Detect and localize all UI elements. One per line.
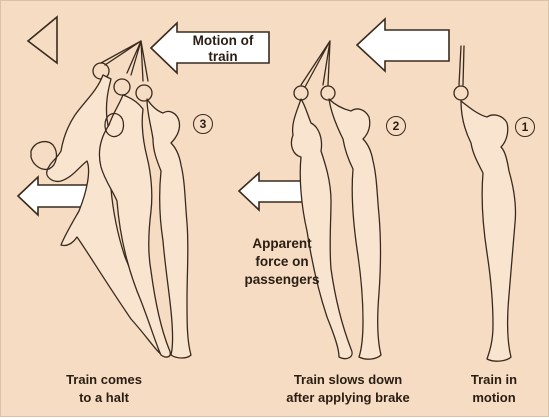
apparent-force-label: Apparent force on passengers — [227, 235, 337, 290]
motion-of-train-label: Motion of train — [177, 33, 269, 64]
stage-3-caption-line2: to a halt — [39, 389, 169, 407]
stage-1-caption: Train in motion — [459, 371, 529, 406]
stage-3-number: 3 — [193, 114, 213, 134]
stage-1-illustration — [454, 46, 516, 361]
stage-2-number: 2 — [386, 116, 406, 136]
stage-1-caption-line2: motion — [459, 389, 529, 407]
stage-1-number: 1 — [515, 117, 535, 137]
apparent-force-line2: force on — [227, 253, 337, 271]
stage-3-caption: Train comes to a halt — [39, 371, 169, 406]
motion-of-train-line1: Motion of — [177, 33, 269, 49]
stage-1-caption-line1: Train in — [459, 371, 529, 389]
stage-2-illustration — [291, 41, 381, 359]
apparent-force-line3: passengers — [227, 271, 337, 289]
motion-of-train-line2: train — [177, 49, 269, 65]
left-triangle-icon — [28, 17, 57, 63]
stage-2-caption: Train slows down after applying brake — [273, 371, 423, 406]
apparent-force-line1: Apparent — [227, 235, 337, 253]
stage-2-caption-line1: Train slows down — [273, 371, 423, 389]
motion-of-train-arrow-right — [357, 19, 449, 71]
stage-3-caption-line1: Train comes — [39, 371, 169, 389]
stage-2-caption-line2: after applying brake — [273, 389, 423, 407]
